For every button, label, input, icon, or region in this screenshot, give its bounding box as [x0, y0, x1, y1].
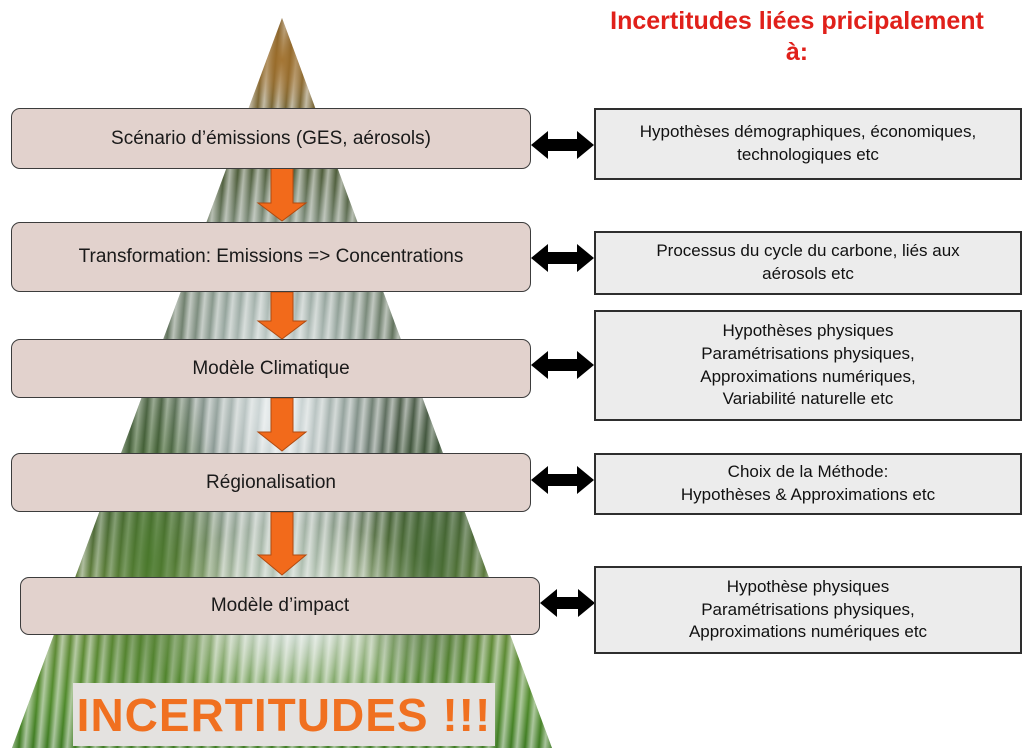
stage-label: Transformation: Emissions => Concentrati…	[78, 246, 464, 267]
uncertainty-line: Processus du cycle du carbone, liés aux	[656, 241, 960, 261]
double-arrow-5	[540, 589, 595, 617]
stage-label: Scénario d’émissions (GES, aérosols)	[111, 127, 431, 149]
title-line-2: à:	[785, 38, 809, 67]
double-arrow-2	[531, 244, 594, 272]
stage-label: Modèle Climatique	[192, 357, 350, 379]
uncertainty-box-4: Choix de la Méthode: Hypothèses & Approx…	[594, 453, 1022, 515]
uncertainty-box-3: Hypothèses physiques Paramétrisations ph…	[594, 310, 1022, 421]
uncertainty-line: Hypothèses & Approximations etc	[680, 485, 936, 504]
uncertainty-line: Paramétrisations physiques,	[701, 343, 915, 363]
uncertainty-line: aérosols etc	[762, 264, 854, 283]
flow-arrow-4	[256, 511, 308, 576]
uncertainty-sources-title: Incertitudes liées pricipalement à:	[568, 6, 1026, 69]
double-arrow-1	[531, 131, 594, 159]
uncertainty-line: Hypothèses démographiques, économiques,	[639, 122, 977, 142]
uncertainty-line: technologiques etc	[737, 145, 879, 164]
stage-climate-model: Modèle Climatique	[11, 339, 531, 398]
uncertainty-line: Paramétrisations physiques,	[701, 599, 915, 619]
stage-emission-scenario: Scénario d’émissions (GES, aérosols)	[11, 108, 531, 169]
uncertainty-line: Variabilité naturelle etc	[722, 389, 894, 409]
flow-arrow-3	[256, 397, 308, 452]
uncertainty-box-2: Processus du cycle du carbone, liés aux …	[594, 231, 1022, 295]
uncertainty-box-5: Hypothèse physiques Paramétrisations phy…	[594, 566, 1022, 654]
uncertainty-line: Hypothèse physiques	[726, 576, 890, 596]
uncertainty-line: Approximations numériques,	[700, 366, 916, 386]
uncertainty-line: Choix de la Méthode:	[727, 462, 889, 482]
double-arrow-3	[531, 351, 594, 379]
stage-impact-model: Modèle d’impact	[20, 577, 540, 635]
incertitudes-banner: INCERTITUDES !!!	[73, 683, 495, 746]
incertitudes-label: INCERTITUDES !!!	[76, 688, 492, 741]
flow-arrow-1	[256, 167, 308, 222]
stage-label: Régionalisation	[206, 471, 336, 493]
uncertainty-line: Hypothèses physiques	[722, 320, 894, 340]
stage-transformation: Transformation: Emissions => Concentrati…	[11, 222, 531, 292]
stage-regionalisation: Régionalisation	[11, 453, 531, 512]
stage-label: Modèle d’impact	[210, 595, 350, 616]
uncertainty-box-1: Hypothèses démographiques, économiques, …	[594, 108, 1022, 180]
double-arrow-4	[531, 466, 594, 494]
title-line-1: Incertitudes liées pricipalement	[610, 7, 984, 35]
flow-arrow-2	[256, 291, 308, 340]
uncertainty-line: Approximations numériques etc	[688, 622, 928, 642]
